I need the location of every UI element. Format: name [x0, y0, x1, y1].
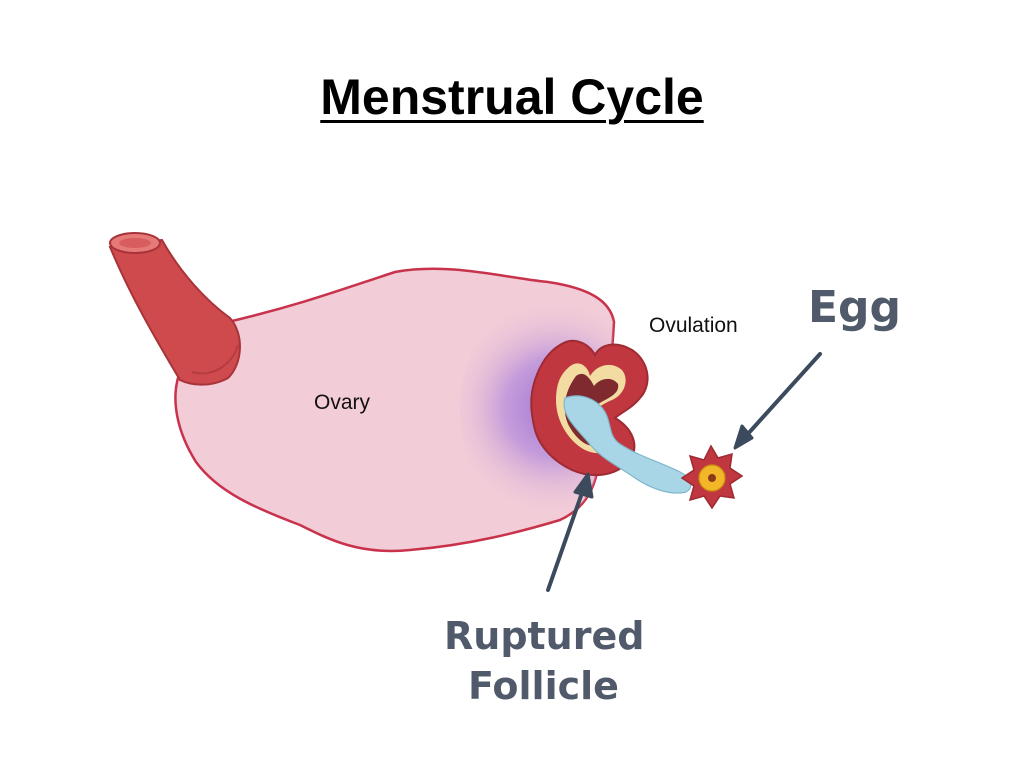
ovary-label: Ovary: [314, 391, 371, 414]
fallopian-tube: [108, 232, 241, 386]
slide-title: Menstrual Cycle: [320, 69, 704, 125]
egg-arrow: [733, 352, 822, 450]
egg-cell: [680, 444, 744, 510]
ruptured-follicle-label-line1: Ruptured: [444, 614, 645, 658]
follicle-arrow: [546, 472, 594, 592]
ruptured-follicle-label-line2: Follicle: [468, 664, 619, 708]
egg-label: Egg: [808, 282, 902, 333]
ovulation-label: Ovulation: [649, 314, 738, 337]
